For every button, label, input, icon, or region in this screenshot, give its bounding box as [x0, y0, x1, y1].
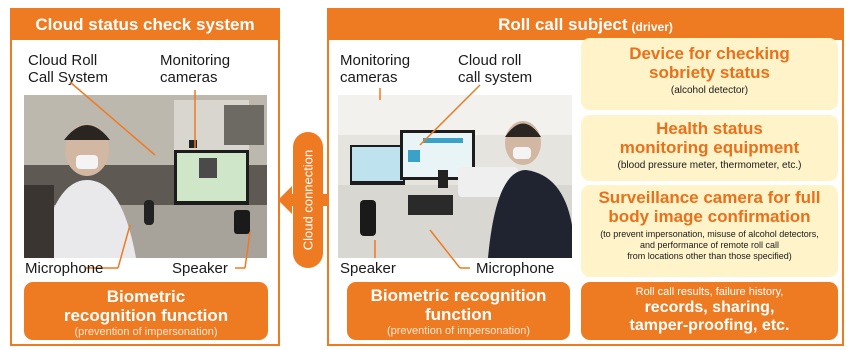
records-title: records, sharing, tamper-proofing, etc.: [629, 299, 790, 334]
label-monitoring-cameras-right: Monitoring cameras: [340, 52, 411, 86]
cloud-connection-label: Cloud connection: [300, 149, 316, 251]
right-biometric-button: Biometric recognition function (preventi…: [347, 282, 570, 340]
label-speaker-right: Speaker: [340, 260, 396, 277]
right-office-photo: [338, 95, 572, 258]
label-microphone-right: Microphone: [476, 260, 555, 277]
surveillance-camera-sub: (to prevent impersonation, misuse of alc…: [600, 229, 819, 261]
label-cloud-roll-call-system: Cloud Roll Call System: [28, 52, 109, 86]
right-panel-title: Roll call subject: [498, 15, 628, 34]
left-panel-header: Cloud status check system: [12, 10, 278, 40]
left-biometric-button: Biometric recognition function (preventi…: [24, 282, 268, 340]
left-leader-lines: [69, 81, 251, 269]
right-panel-header: Roll call subject (driver): [329, 10, 842, 40]
right-leader-lines: [374, 84, 481, 269]
health-monitoring-sub: (blood pressure meter, thermometer, etc.…: [617, 160, 802, 171]
left-office-photo: [24, 95, 267, 258]
label-speaker-left: Speaker: [172, 260, 228, 277]
surveillance-camera-title: Surveillance camera for full body image …: [598, 188, 821, 226]
left-panel-title: Cloud status check system: [35, 15, 255, 34]
left-biometric-sub: (prevention of impersonation): [74, 326, 218, 338]
cloud-connection-pill: [293, 132, 323, 268]
health-monitoring-box: Health status monitoring equipment (bloo…: [581, 115, 838, 181]
surveillance-camera-box: Surveillance camera for full body image …: [581, 185, 838, 277]
label-cloud-roll-call-system-right: Cloud roll call system: [458, 52, 533, 86]
health-monitoring-title: Health status monitoring equipment: [619, 119, 800, 157]
records-sub: Roll call results, failure history,: [635, 286, 784, 298]
left-biometric-title: Biometric recognition function: [63, 287, 229, 325]
right-panel-title-sub: (driver): [631, 19, 673, 34]
label-microphone-left: Microphone: [25, 260, 104, 277]
sobriety-device-box: Device for checking sobriety status (alc…: [581, 38, 838, 110]
sobriety-device-sub: (alcohol detector): [670, 85, 749, 96]
right-biometric-sub: (prevention of impersonation): [386, 325, 531, 337]
right-biometric-title: Biometric recognition function: [370, 286, 547, 324]
label-monitoring-cameras: Monitoring cameras: [160, 52, 231, 86]
records-box: Roll call results, failure history, reco…: [581, 282, 838, 340]
sobriety-device-title: Device for checking sobriety status: [629, 44, 790, 82]
